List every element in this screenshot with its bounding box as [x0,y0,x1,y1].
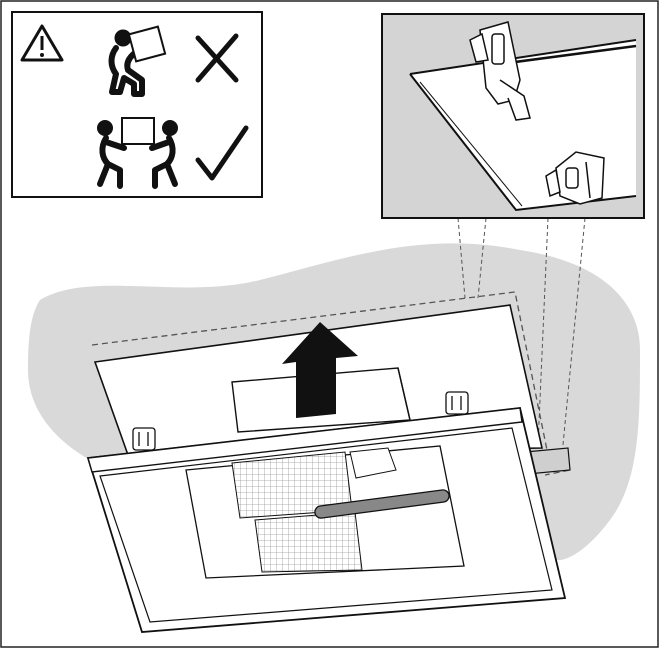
mounting-clip-icon [132,427,156,451]
callout-guide-lines [457,217,586,456]
checkmark-icon [195,125,249,181]
warning-panel [11,11,263,198]
warning-triangle-icon [20,24,64,62]
two-people-carrying-icon [97,117,178,189]
handle-bar [314,489,450,519]
up-arrow-icon [282,322,358,418]
front-panel-lip [87,407,523,473]
mounting-clip-icon [545,151,605,205]
detail-callout [381,13,645,219]
filter-mesh [254,511,363,573]
cross-icon [195,33,239,83]
person-carrying-alone-icon [108,25,167,97]
filter-mesh [349,447,397,479]
mounting-clip-icon [445,391,469,415]
front-panel-inner [99,427,553,623]
mounting-clip-icon [469,21,531,121]
